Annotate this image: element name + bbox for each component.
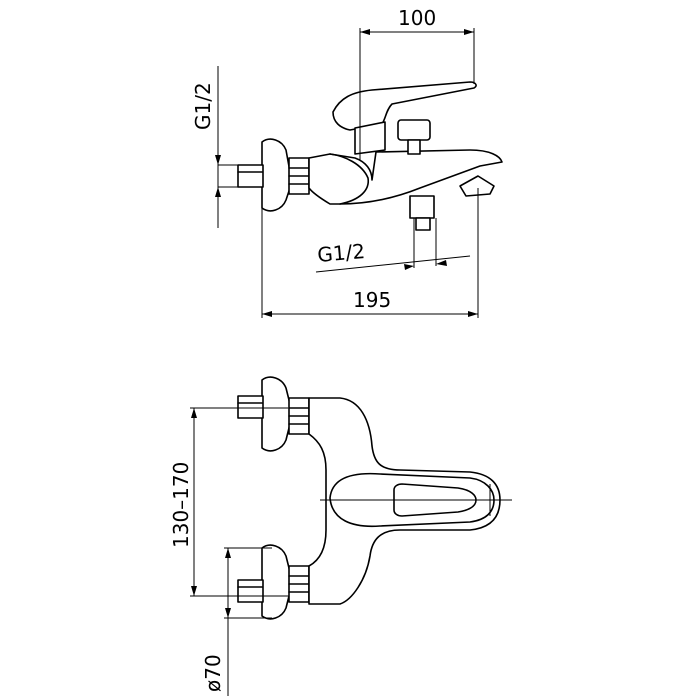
side-shower-outlet — [409, 195, 435, 219]
dim-thread-inlet: G1/2 — [191, 82, 215, 130]
side-inlet-stub — [237, 164, 264, 188]
side-faucet-body — [308, 149, 503, 205]
dim-flange-diameter: ø70 — [201, 654, 225, 692]
side-view: 100 G1/2 G1/2 195 — [191, 6, 503, 318]
side-spout-tip — [459, 175, 495, 197]
dim-overall-length: 195 — [353, 288, 391, 312]
dim-width-top: 100 — [398, 6, 436, 30]
top-flange-lower — [261, 544, 291, 620]
dim-thread-outlet: G1/2 — [316, 239, 366, 267]
top-flange-upper — [261, 376, 291, 452]
side-diverter-knob — [397, 119, 431, 141]
dim-center-distance: 130–170 — [169, 462, 193, 548]
top-view: 130–170 ø70 — [169, 376, 512, 696]
side-wall-flange — [261, 138, 291, 212]
side-cartridge — [354, 121, 386, 155]
